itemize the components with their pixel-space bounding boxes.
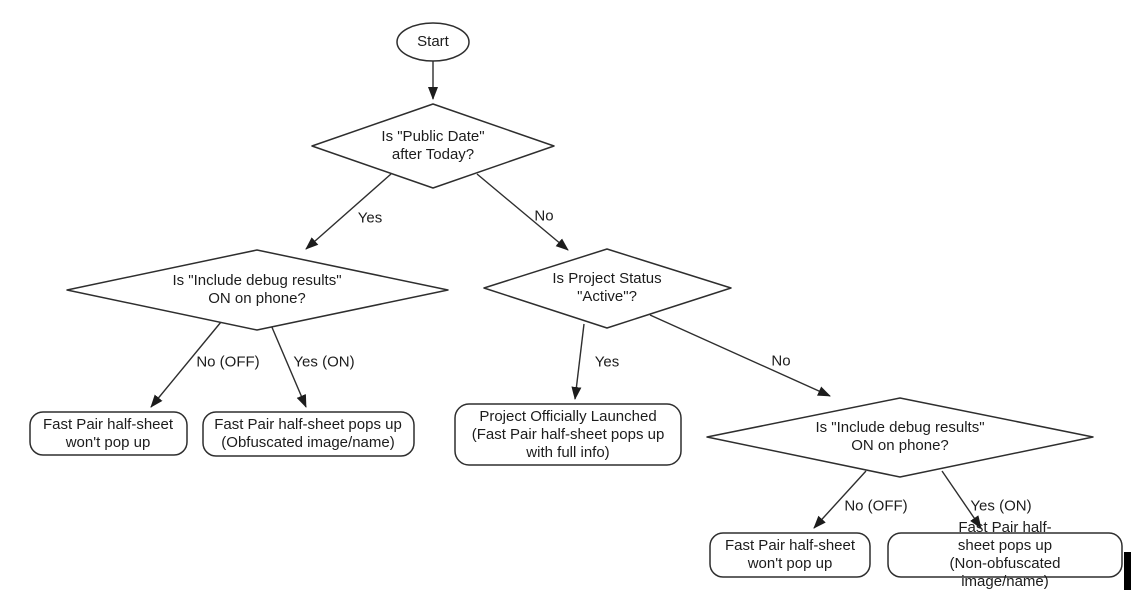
arrow-status-yes (571, 323, 585, 400)
decision-project-status-label: Is Project Status "Active"? (552, 270, 662, 305)
arrow-debug-left-yes (270, 324, 307, 408)
edge-label-debug-right-no: No (OFF) (844, 497, 908, 515)
start-node-shape (396, 22, 470, 62)
outcome-non-obfuscated-label: Fast Pair half-sheet pops up (Non-obfusc… (949, 519, 1061, 590)
outcome-launched-label: Project Officially Launched (Fast Pair h… (471, 408, 665, 461)
text-cursor-artifact (1124, 552, 1131, 590)
edge-label-debug-left-yes: Yes (ON) (293, 353, 355, 371)
decision-debug-left-label: Is "Include debug results" ON on phone? (172, 272, 342, 307)
decision-debug-right-shape (706, 397, 1094, 478)
outcome-launched-shape (454, 403, 682, 466)
arrow-public-date-yes (305, 173, 392, 250)
edge-label-status-yes: Yes (594, 353, 620, 371)
edge-label-status-no: No (771, 352, 791, 370)
arrow-debug-left-no (150, 321, 222, 408)
outcome-no-popup-left-label: Fast Pair half-sheet won't pop up (42, 416, 174, 451)
outcome-obfuscated-label: Fast Pair half-sheet pops up (Obfuscated… (214, 416, 402, 451)
edge-label-public-date-yes: Yes (357, 209, 383, 227)
arrow-debug-right-no (813, 470, 867, 529)
edge-label-debug-right-yes: Yes (ON) (970, 497, 1032, 515)
arrow-debug-right-yes (941, 470, 982, 529)
outcome-obfuscated-shape (202, 411, 415, 457)
decision-debug-left-shape (66, 249, 449, 331)
decision-public-date-label: Is "Public Date" after Today? (381, 128, 485, 163)
decision-project-status-shape (483, 248, 732, 329)
outcome-no-popup-right-label: Fast Pair half-sheet won't pop up (724, 537, 856, 572)
decision-public-date-shape (311, 103, 555, 189)
edge-label-debug-left-no: No (OFF) (196, 353, 260, 371)
start-node-label: Start (417, 33, 449, 50)
outcome-non-obfuscated-shape (887, 532, 1123, 578)
arrow-status-no (649, 314, 831, 397)
outcome-no-popup-left-shape (29, 411, 188, 456)
decision-debug-right-label: Is "Include debug results" ON on phone? (815, 419, 985, 454)
arrow-public-date-no (476, 173, 569, 251)
outcome-no-popup-right-shape (709, 532, 871, 578)
edge-label-public-date-no: No (534, 207, 554, 225)
